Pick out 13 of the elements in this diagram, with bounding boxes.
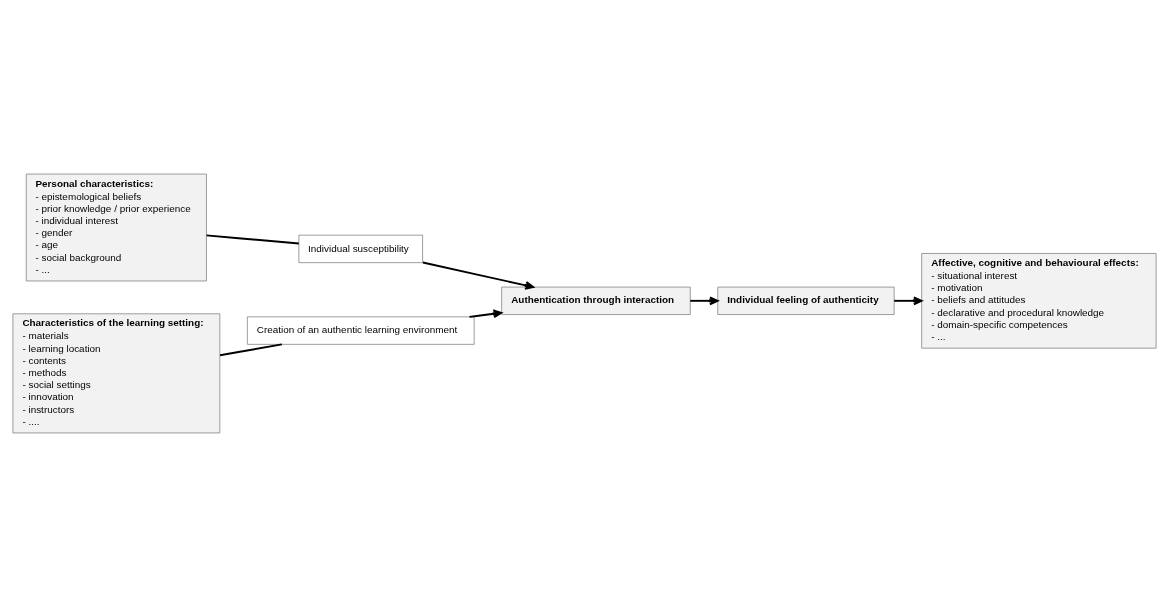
node-box: Individual feeling of authenticity (717, 286, 895, 315)
node-box: Individual susceptibility (298, 234, 423, 263)
connector (219, 342, 283, 356)
node-box: Affective, cognitive and behavioural effects: - situational interest - motivation - beliefs and attitudes - declarative and procedural knowledge - domain-specific competences - ... (921, 252, 1157, 349)
arrow (689, 295, 719, 305)
arrow (468, 308, 503, 318)
connector (205, 233, 300, 244)
node-box: Authentication through interaction (501, 286, 691, 315)
node-box: Creation of an authentic learning environment (246, 316, 475, 345)
arrow (421, 261, 535, 290)
arrow (893, 295, 923, 305)
node-box: Characteristics of the learning setting: - materials - learning location - contents - methods - social settings - innovation - instructors - .... (12, 312, 221, 433)
node-box: Personal characteristics: - epistemological beliefs - prior knowledge / prior experience - individual interest - gender - age - social background - ... (25, 173, 207, 281)
